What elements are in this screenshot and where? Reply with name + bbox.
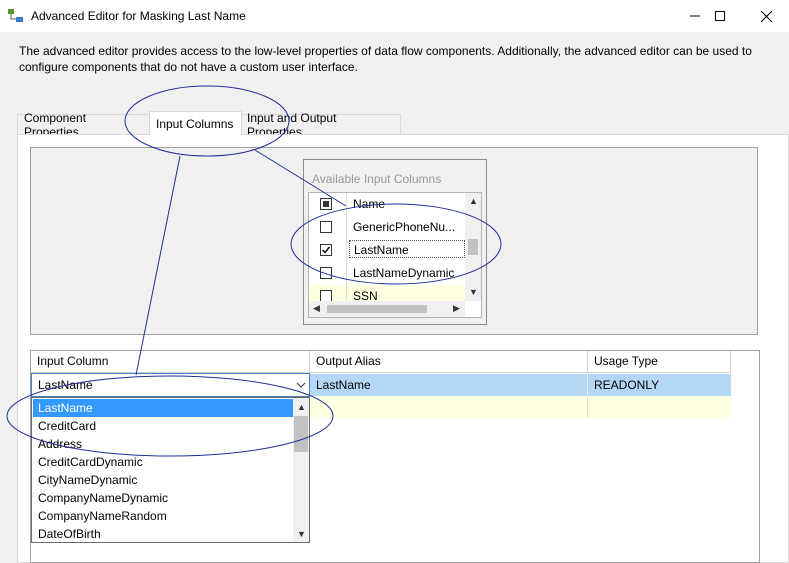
dropdown-option[interactable]: CityNameDynamic xyxy=(38,473,138,487)
check-icon xyxy=(322,246,331,254)
dropdown-option[interactable]: CreditCardDynamic xyxy=(38,455,143,469)
available-input-columns-box: Available Input Columns Name GenericPhon… xyxy=(303,159,487,325)
available-columns-list: Name GenericPhoneNu... LastName LastName… xyxy=(308,192,482,318)
scroll-thumb[interactable] xyxy=(294,416,308,452)
dropdown-scrollbar[interactable]: ▲ ▼ xyxy=(293,398,309,542)
tab-component-properties[interactable]: Component Properties xyxy=(17,111,151,139)
maximize-icon xyxy=(715,11,725,21)
list-item[interactable]: LastNameDynamic xyxy=(309,262,465,285)
usage-type-cell[interactable]: READONLY xyxy=(594,378,660,392)
list-item[interactable]: LastName xyxy=(309,239,465,262)
close-button[interactable] xyxy=(743,0,789,32)
list-header: Name xyxy=(309,193,465,216)
description-text: The advanced editor provides access to t… xyxy=(19,44,752,74)
column-header[interactable]: Input Column xyxy=(31,351,310,373)
dropdown-option[interactable]: CreditCard xyxy=(38,419,97,433)
scroll-down-icon[interactable]: ▼ xyxy=(469,287,478,297)
input-column-dropdown: LastName CreditCard Address CreditCardDy… xyxy=(31,397,310,543)
scroll-up-icon[interactable]: ▲ xyxy=(469,196,478,206)
output-alias-cell[interactable]: LastName xyxy=(316,378,371,392)
column-header[interactable]: Output Alias xyxy=(310,351,588,373)
column-checkbox[interactable] xyxy=(320,244,332,256)
minimize-button[interactable] xyxy=(672,0,718,32)
list-item[interactable]: GenericPhoneNu... xyxy=(309,216,465,239)
column-name: SSN xyxy=(353,289,378,303)
dropdown-option[interactable]: LastName xyxy=(33,399,293,417)
maximize-button[interactable] xyxy=(697,0,743,32)
column-name: LastNameDynamic xyxy=(353,266,455,280)
dropdown-option[interactable]: DateOfBirth xyxy=(38,527,101,541)
minimize-icon xyxy=(690,15,700,17)
table-row[interactable]: LastName READONLY xyxy=(310,374,731,396)
tab-input-columns[interactable]: Input Columns xyxy=(149,111,242,135)
column-name: LastName xyxy=(349,240,465,258)
column-checkbox[interactable] xyxy=(320,221,332,233)
input-column-combo[interactable]: LastName xyxy=(31,373,310,397)
select-all-checkbox[interactable] xyxy=(320,198,332,210)
tab-label: Input Columns xyxy=(156,116,234,131)
column-header[interactable]: Usage Type xyxy=(588,351,731,373)
column-checkbox[interactable] xyxy=(320,267,332,279)
combo-value: LastName xyxy=(38,378,93,392)
available-columns-title: Available Input Columns xyxy=(312,172,442,186)
data-flow-icon xyxy=(8,9,23,22)
name-header: Name xyxy=(353,197,386,211)
scroll-thumb[interactable] xyxy=(468,239,478,255)
chevron-down-icon[interactable] xyxy=(296,381,306,389)
scroll-down-icon[interactable]: ▼ xyxy=(297,529,306,539)
tab-input-output-properties[interactable]: Input and Output Properties xyxy=(240,111,401,139)
scroll-thumb[interactable] xyxy=(327,305,427,313)
window-title: Advanced Editor for Masking Last Name xyxy=(31,9,246,23)
scroll-right-icon[interactable]: ▶ xyxy=(453,303,460,313)
dropdown-option[interactable]: Address xyxy=(38,437,83,451)
dropdown-option[interactable]: CompanyNameDynamic xyxy=(38,491,169,505)
new-row[interactable] xyxy=(310,396,731,418)
vertical-scrollbar[interactable]: ▲ ▼ xyxy=(465,193,481,301)
close-icon xyxy=(760,10,772,22)
scroll-up-icon[interactable]: ▲ xyxy=(297,402,306,412)
title-bar: Advanced Editor for Masking Last Name xyxy=(0,0,789,32)
column-name: GenericPhoneNu... xyxy=(353,220,456,234)
horizontal-scrollbar[interactable]: ◀ ▶ xyxy=(309,301,465,317)
scroll-left-icon[interactable]: ◀ xyxy=(313,303,320,313)
dropdown-option[interactable]: CompanyNameRandom xyxy=(38,509,167,523)
